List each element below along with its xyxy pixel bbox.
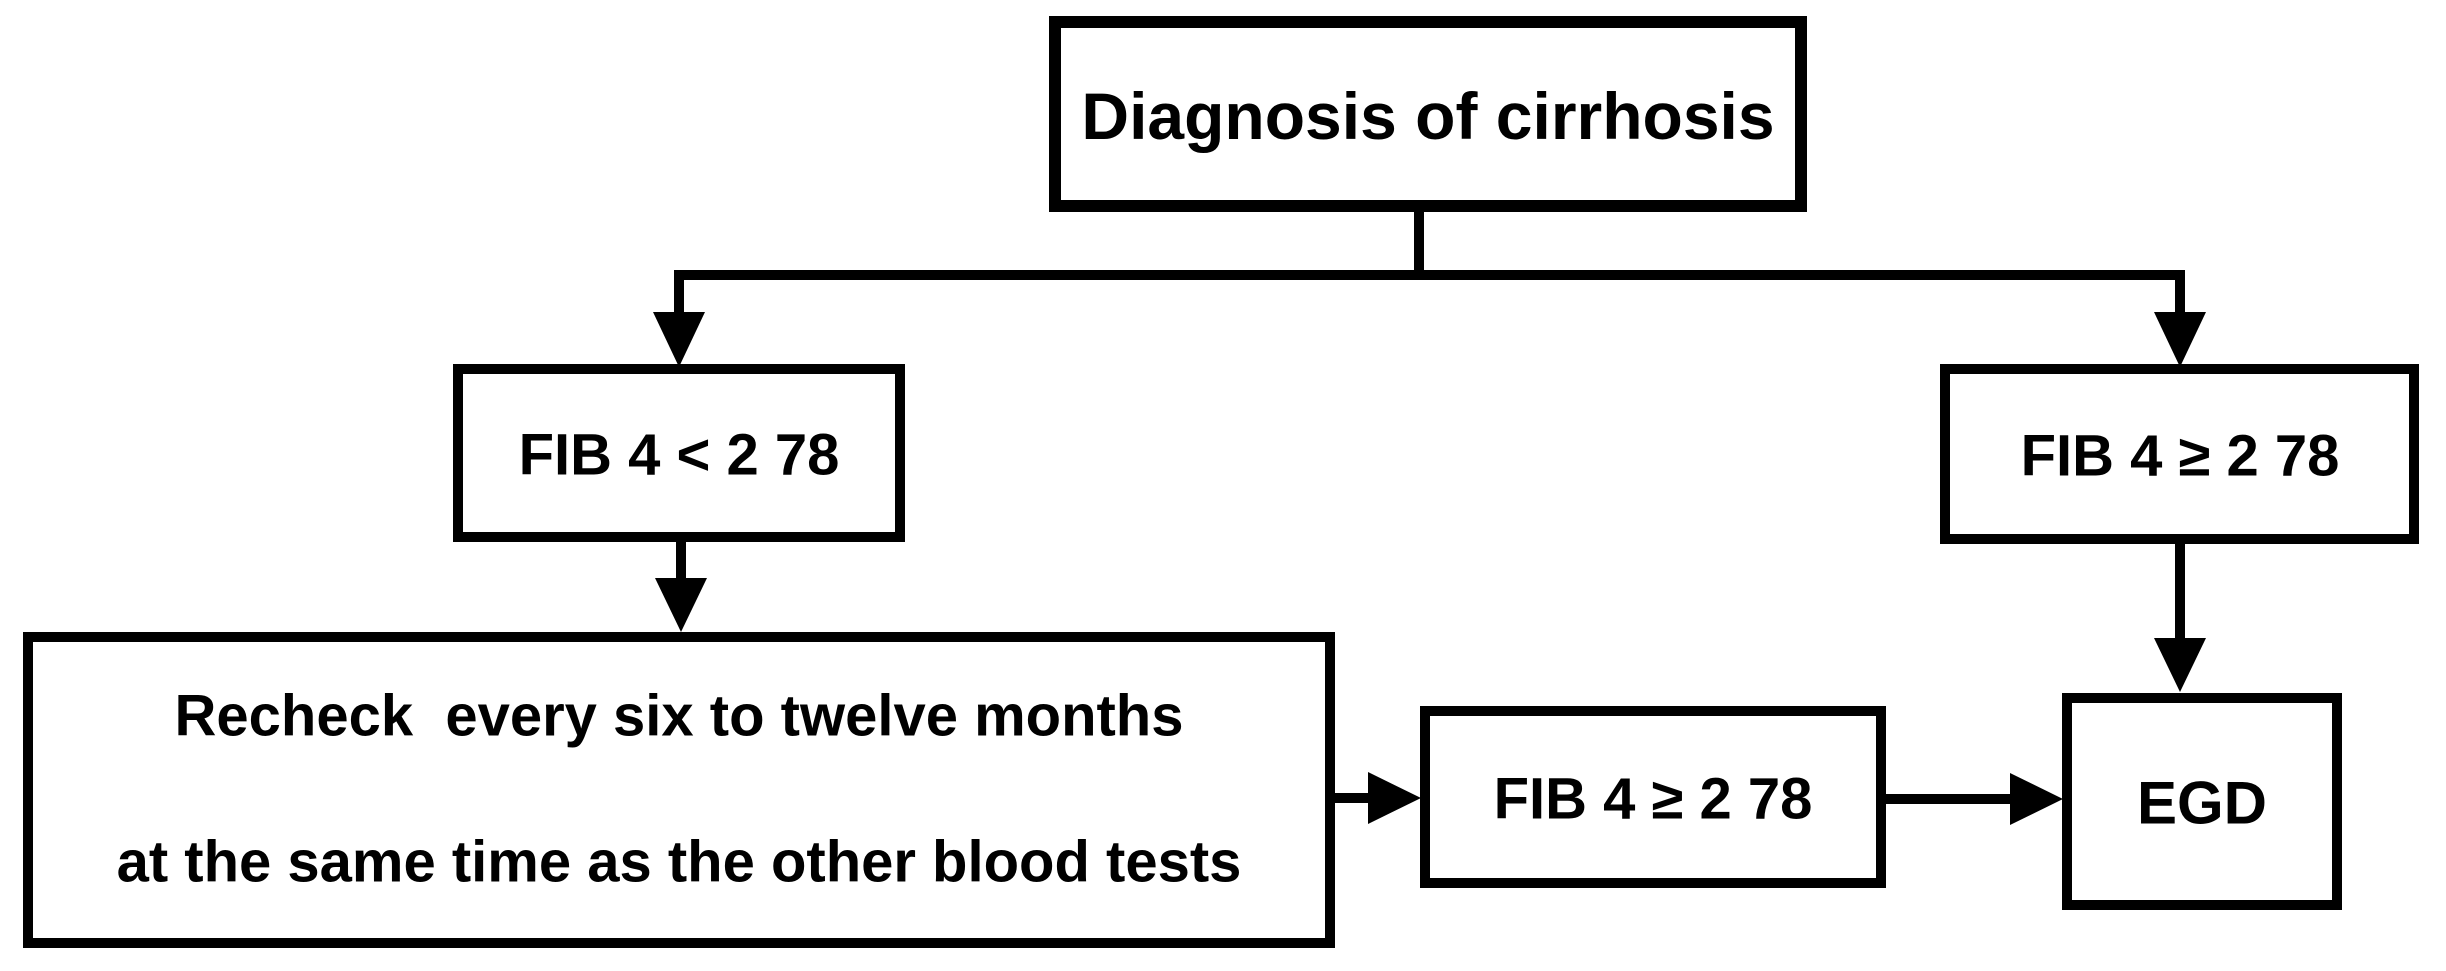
node-diagnosis: Diagnosis of cirrhosis [1049, 16, 1807, 212]
arrowhead-to-fib4-recheck [1368, 772, 1421, 824]
node-recheck-box [23, 632, 1335, 948]
node-fib4-low-label: FIB 4 < 2 78 [519, 423, 840, 488]
node-egd: EGD [2062, 693, 2342, 910]
edge-fib4-high-to-egd [2154, 539, 2206, 692]
node-fib4-recheck: FIB 4 ≥ 2 78 [1420, 706, 1886, 888]
edge-diagnosis-to-fib4-low [653, 270, 705, 367]
node-fib4-high-label: FIB 4 ≥ 2 78 [2021, 424, 2340, 489]
node-fib4-recheck-box [1420, 706, 1886, 888]
node-diagnosis-box [1049, 16, 1807, 212]
edge-fib4-low-to-recheck [655, 537, 707, 632]
arrowhead-to-fib4-high [2154, 312, 2206, 367]
node-fib4-low: FIB 4 < 2 78 [453, 364, 905, 542]
edge-diagnosis-branch [674, 206, 2185, 280]
node-recheck: Recheck every six to twelve months at th… [23, 632, 1335, 948]
arrowhead-to-egd-left [2010, 773, 2063, 825]
node-fib4-high-box [1940, 364, 2419, 544]
edge-diagnosis-to-fib4-high [2154, 270, 2206, 367]
arrowhead-to-egd-top [2154, 638, 2206, 692]
node-fib4-low-box [453, 364, 905, 542]
node-recheck-line2: at the same time as the other blood test… [117, 830, 1242, 895]
node-recheck-line1: Recheck every six to twelve months [175, 684, 1184, 749]
node-fib4-high: FIB 4 ≥ 2 78 [1940, 364, 2419, 544]
node-diagnosis-label: Diagnosis of cirrhosis [1081, 79, 1774, 153]
node-egd-label: EGD [2137, 770, 2267, 837]
arrowhead-to-fib4-low [653, 312, 705, 367]
node-egd-box [2062, 693, 2342, 910]
edge-fib4-recheck-to-egd [1881, 773, 2063, 825]
arrowhead-to-recheck [655, 578, 707, 632]
edge-recheck-to-fib4-recheck [1330, 772, 1421, 824]
node-fib4-recheck-label: FIB 4 ≥ 2 78 [1494, 767, 1813, 832]
